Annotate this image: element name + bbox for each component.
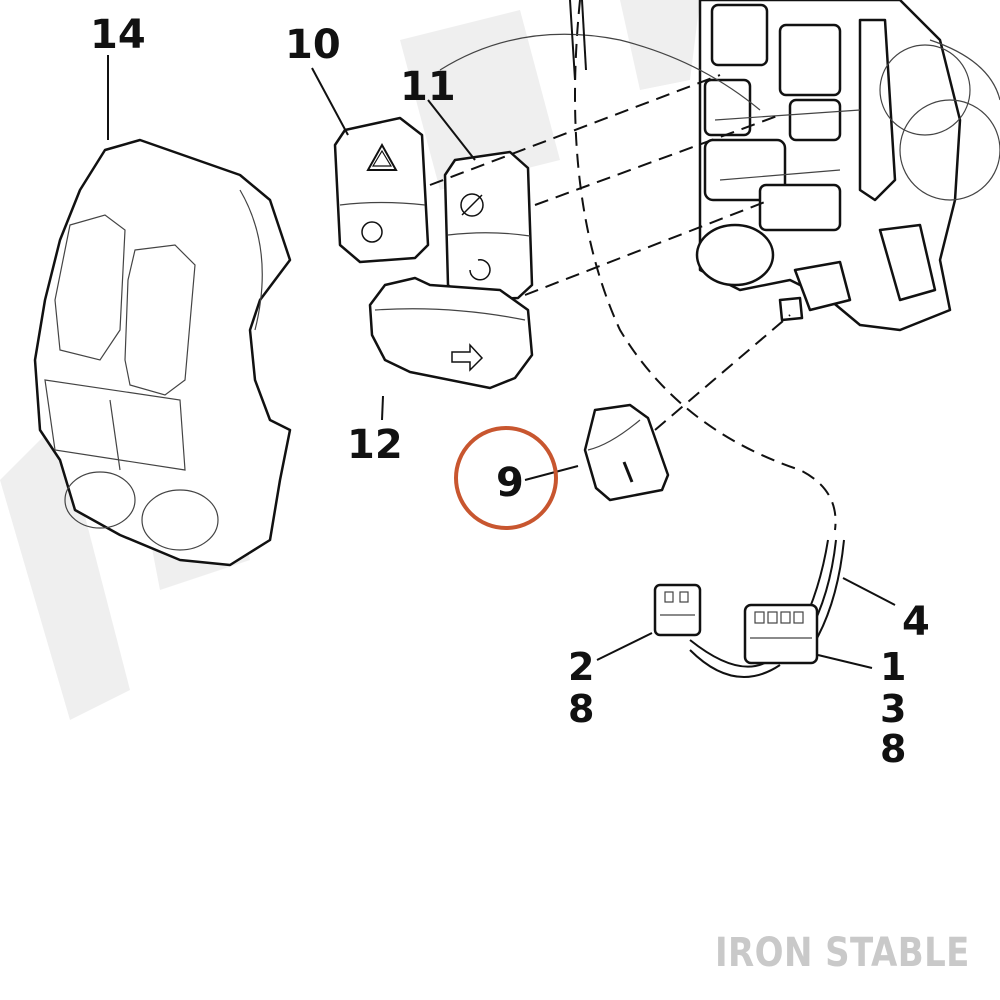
callout-12: 12 bbox=[347, 422, 403, 468]
assembly-dashed-lines bbox=[429, 0, 837, 531]
small-button-part-9 bbox=[583, 403, 670, 502]
cruise-button-part-11 bbox=[443, 150, 534, 302]
callout-14: 14 bbox=[90, 12, 146, 58]
hazard-button-part-10 bbox=[333, 116, 430, 264]
callout-8-left: 8 bbox=[568, 687, 594, 731]
connector-small bbox=[653, 583, 702, 637]
callout-3: 3 bbox=[880, 687, 906, 731]
callout-2: 2 bbox=[568, 645, 594, 689]
callout-11: 11 bbox=[400, 64, 456, 110]
switch-housing-part-14 bbox=[33, 138, 292, 567]
callout-labels: 14 10 11 12 9 4 2 8 1 3 8 bbox=[90, 12, 930, 771]
callout-8-right: 8 bbox=[880, 727, 906, 771]
highlight-circle bbox=[454, 426, 558, 530]
watermark-brand-text: IRON STABLE bbox=[715, 930, 970, 976]
turn-signal-button-part-12 bbox=[368, 276, 534, 390]
switch-module-assembly bbox=[695, 0, 1000, 332]
connector-large bbox=[743, 603, 819, 665]
leader-lines bbox=[107, 55, 896, 669]
callout-9: 9 bbox=[496, 460, 524, 506]
callout-10: 10 bbox=[285, 22, 341, 68]
callout-1: 1 bbox=[880, 645, 906, 689]
callout-4: 4 bbox=[902, 599, 930, 645]
